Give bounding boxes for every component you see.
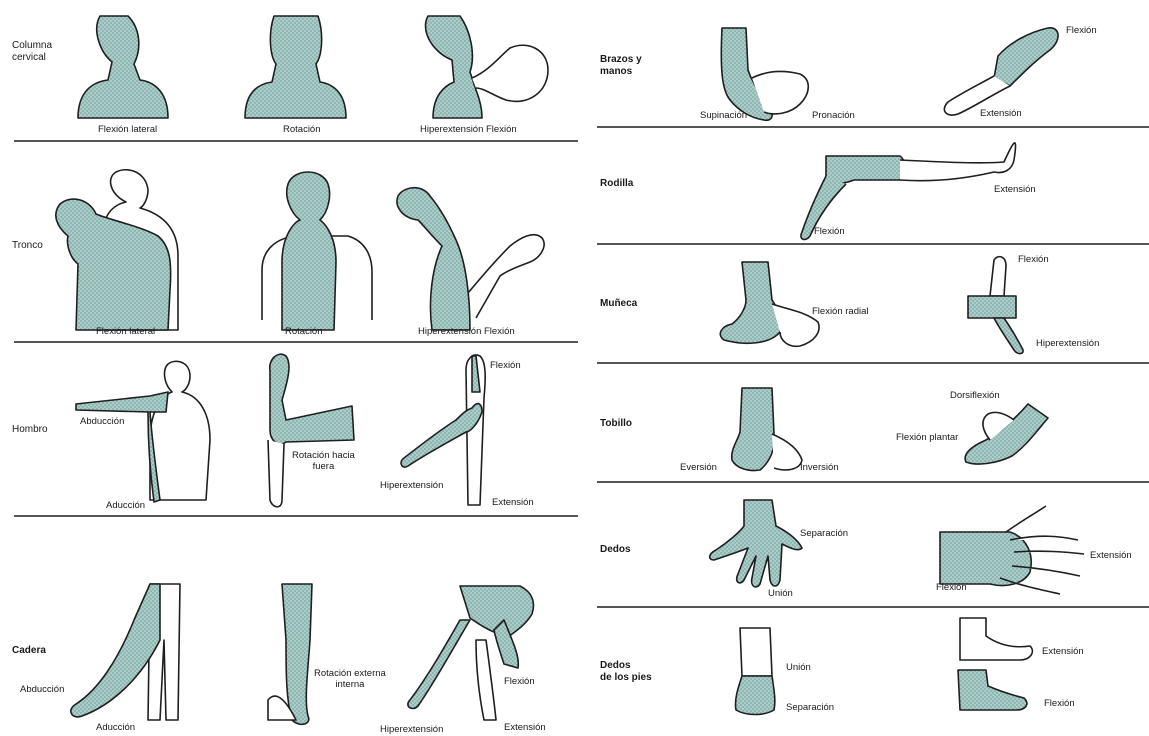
caption-trunk-lateral: Flexión lateral [96,326,155,337]
caption-ankle-dorsi: Dorsiflexión [950,390,1000,401]
caption-fingers-flexion: Flexión [936,582,967,593]
caption-fingers-union: Unión [768,588,793,599]
arms-flexion-figure [944,28,1058,115]
row-label-fingers: Dedos [600,544,631,556]
caption-hip-rotation: Rotación externa interna [314,668,386,690]
trunk-rotation-figure [262,172,372,330]
shoulder-abduction-figure [76,361,210,502]
caption-ankle-plantar: Flexión plantar [896,432,958,443]
divider-left-3 [14,515,578,517]
caption-hip-hyper: Hiperextensión [380,724,443,735]
caption-toes-flexion: Flexión [1044,698,1075,709]
divider-left-2 [14,341,578,343]
ankle-dorsiflexion-figure [965,404,1048,464]
knee-figure [801,143,1016,240]
caption-wrist-flexion: Flexión [1018,254,1049,265]
hip-flexion-figure [408,586,534,720]
caption-toes-extension: Extensión [1042,646,1084,657]
wrist-flexion-figure [968,257,1023,354]
caption-shoulder-extension: Extensión [492,497,534,508]
caption-shoulder-rotation: Rotación hacia fuera [292,450,355,472]
arms-supination-figure [721,28,808,120]
row-label-toes: Dedos de los pies [600,660,652,684]
caption-ankle-eversion: Eversión [680,462,717,473]
row-label-shoulder: Hombro [12,424,48,436]
caption-hip-extension: Extensión [504,722,546,733]
row-label-neck: Columna cervical [12,40,52,64]
caption-arms-flexion: Flexión [1066,25,1097,36]
caption-trunk-hyper: Hiperextensión Flexión [418,326,515,337]
row-label-knee: Rodilla [600,178,633,190]
toes-extension-flexion-figure [958,618,1032,710]
toes-union-separation-figure [735,628,774,715]
caption-shoulder-flexion: Flexión [490,360,521,371]
trunk-lateral-flexion-figure [56,170,178,330]
caption-arms-pronation: Pronación [812,110,855,121]
trunk-hyperextension-figure [397,188,544,330]
caption-fingers-separation: Separación [800,528,848,539]
caption-shoulder-adduction: Aducción [106,500,145,511]
caption-toes-union: Unión [786,662,811,673]
divider-left-1 [14,140,578,142]
row-label-arms: Brazos y manos [600,54,642,78]
neck-hyperextension-figure [425,16,548,118]
caption-neck-rotation: Rotación [283,124,321,135]
wrist-radial-flexion-figure [720,262,819,346]
caption-knee-extension: Extensión [994,184,1036,195]
caption-arms-extension: Extensión [980,108,1022,119]
divider-right-3 [597,362,1149,364]
divider-right-1 [597,126,1149,128]
caption-hip-adduction: Aducción [96,722,135,733]
caption-wrist-radial: Flexión radial [812,306,869,317]
caption-neck-hyper: Hiperextensión Flexión [420,124,517,135]
caption-knee-flexion: Flexión [814,226,845,237]
caption-arms-supination: Supinación [700,110,747,121]
caption-trunk-rotation: Rotación [285,326,323,337]
hip-rotation-figure [268,584,312,724]
neck-rotation-figure [245,16,346,118]
row-label-ankle: Tobillo [600,418,632,430]
hip-abduction-figure [71,584,180,720]
caption-shoulder-abduction: Abducción [80,416,124,427]
divider-right-5 [597,606,1149,608]
caption-wrist-hyper: Hiperextensión [1036,338,1099,349]
row-label-wrist: Muñeca [600,298,637,310]
caption-fingers-extension: Extensión [1090,550,1132,561]
caption-neck-lateral: Flexión lateral [98,124,157,135]
fingers-extension-flexion-figure [940,506,1084,594]
divider-right-2 [597,243,1149,245]
shoulder-rotation-figure [268,354,354,507]
caption-shoulder-hyper: Hiperextensión [380,480,443,491]
caption-hip-flexion: Flexión [504,676,535,687]
caption-hip-abduction: Abducción [20,684,64,695]
divider-right-4 [597,481,1149,483]
ankle-eversion-inversion-figure [732,388,802,471]
caption-toes-separation: Separación [786,702,834,713]
fingers-separation-union-figure [710,500,802,587]
row-label-trunk: Tronco [12,240,43,252]
row-label-hip: Cadera [12,645,46,657]
caption-ankle-inversion: Inversión [800,462,839,473]
neck-lateral-flexion-figure [78,16,168,118]
